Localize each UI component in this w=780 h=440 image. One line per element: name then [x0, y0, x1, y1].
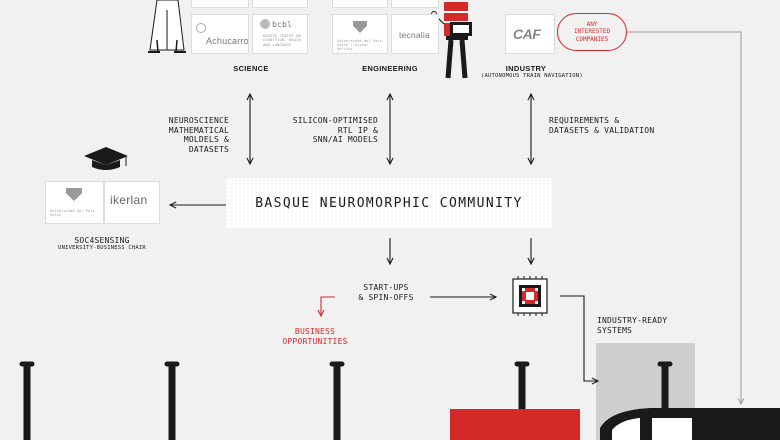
startups-line-2: & SPIN-OFFS: [358, 292, 414, 302]
engineering-flow-label: SILICON-OPTIMISED RTL IP & SNN/AI MODELS: [280, 116, 378, 145]
tecnalia-text: tecnalia: [399, 30, 430, 40]
any-companies-line1: ANY: [586, 20, 598, 28]
science-flow-line-4: DATASETS: [188, 144, 229, 154]
community-box: BASQUE NEUROMORPHIC COMMUNITY: [226, 178, 552, 228]
science-logo-top-left: [191, 0, 249, 8]
engineering-logo-top-left: [332, 0, 388, 8]
bcbl-logo: bcbl BASQUE CENTER ON COGNITION, BRAIN A…: [252, 14, 308, 54]
science-flow-line-3: MOLDELS &: [183, 135, 229, 144]
chair-subtitle: UNIVERSITY-BUSINESS CHAIR: [58, 245, 146, 251]
chair-upv-caption: Universidad del País Vasco: [50, 209, 95, 218]
business-line-2: OPPORTUNITIES: [282, 336, 348, 346]
bcbl-caption: BASQUE CENTER ON COGNITION, BRAIN AND LA…: [263, 34, 301, 47]
engineering-logo-top-right: [391, 0, 439, 8]
engineering-flow-line-2: RTL IP &: [337, 125, 378, 135]
train-icon: [600, 408, 780, 440]
caf-logo: CAF: [505, 14, 555, 54]
ikerlan-logo: ikerlan: [104, 181, 160, 224]
chair-name: SOC4SENSING: [74, 236, 130, 245]
street-lamp-icon: [19, 361, 673, 440]
red-block: [450, 409, 580, 440]
science-flow-line-1: NEUROSCIENCE: [168, 116, 229, 125]
ikerlan-text: ikerlan: [110, 193, 148, 207]
science-flow-label: NEUROSCIENCE MATHEMATICAL MOLDELS & DATA…: [150, 116, 229, 154]
business-line-1: BUSINESS: [294, 327, 336, 336]
industry-label: INDUSTRY: [505, 64, 547, 73]
caf-text: CAF: [513, 26, 541, 42]
startups-label: START-UPS & SPIN-OFFS: [340, 283, 432, 302]
community-title: BASQUE NEUROMORPHIC COMMUNITY: [255, 195, 523, 211]
tecnalia-logo: tecnalia: [391, 14, 439, 54]
systems-line-1: INDUSTRY-READY: [597, 316, 668, 325]
industry-flow-line-2: DATASETS & VALIDATION: [549, 125, 655, 135]
business-arrow: [321, 296, 335, 316]
systems-label: INDUSTRY-READY SYSTEMS: [597, 316, 697, 335]
engineering-flow-line-3: SNN/AI MODELS: [312, 135, 378, 144]
business-label: BUSINESS OPPORTUNITIES: [272, 327, 358, 346]
science-label: SCIENCE: [233, 64, 269, 73]
graduation-cap-icon: [84, 147, 128, 170]
companies-path-arrow: [627, 31, 741, 404]
science-flow-line-2: MATHEMATICAL: [168, 125, 229, 135]
engineering-label: ENGINEERING: [362, 64, 418, 73]
scientist-figure-icon: [148, 0, 186, 53]
systems-line-2: SYSTEMS: [597, 325, 633, 335]
any-companies-bubble: ANY INTERESTED COMPANIES: [557, 13, 627, 51]
startups-line-1: START-UPS: [363, 283, 409, 292]
upv-ehu-caption: Universidad del País Vasco / Euskal Herr…: [337, 39, 382, 54]
any-companies-line2: INTERESTED: [573, 28, 611, 36]
engineer-figure-icon: [431, 2, 472, 79]
neuromorphic-chip-icon: [510, 276, 550, 316]
chair-upv-logo: Universidad del País Vasco: [45, 181, 104, 224]
industry-flow-line-1: REQUIREMENTS &: [549, 116, 620, 125]
achucarro-text: Achucarro: [206, 36, 249, 46]
any-companies-line3: COMPANIES: [575, 35, 609, 43]
bcbl-text: bcbl: [272, 20, 293, 29]
industry-sublabel: (AUTONOMOUS TRAIN NAVIGATION): [481, 73, 583, 79]
upv-ehu-logo: Universidad del País Vasco / Euskal Herr…: [332, 14, 388, 54]
industry-flow-label: REQUIREMENTS & DATASETS & VALIDATION: [549, 116, 669, 135]
achucarro-logo: Achucarro: [191, 14, 249, 54]
science-logo-top-right: [252, 0, 308, 8]
engineering-flow-line-1: SILICON-OPTIMISED: [292, 116, 378, 125]
chip-systems-arrow: [560, 295, 598, 381]
